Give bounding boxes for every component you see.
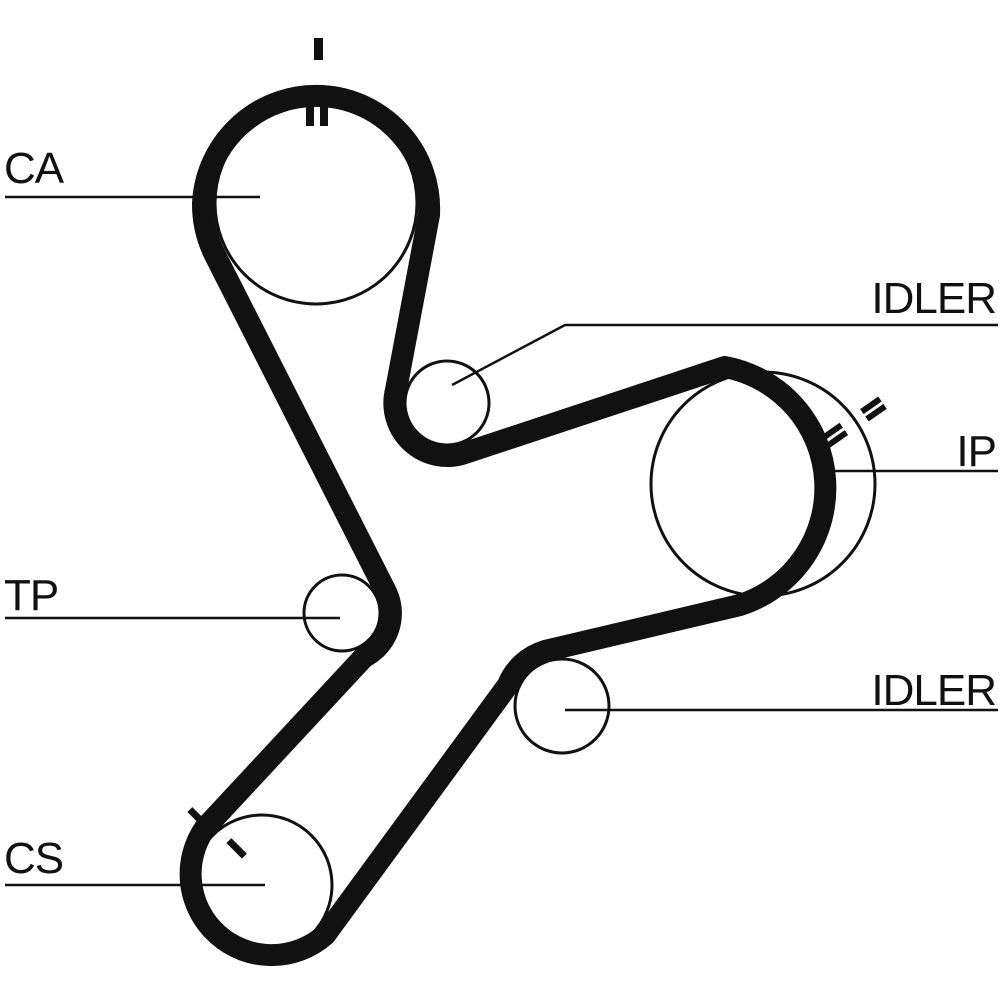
pump-timing-mark-a bbox=[860, 396, 882, 415]
pump-pulley-mark-b bbox=[826, 430, 849, 448]
timing-belt bbox=[179, 84, 837, 967]
leader-upper-idler bbox=[451, 323, 998, 387]
pump-pulley-mark-a bbox=[821, 422, 843, 441]
label-tensioner: TP bbox=[4, 571, 58, 620]
crankshaft-timing-mark bbox=[187, 807, 208, 828]
label-upper-idler: IDLER bbox=[871, 274, 996, 323]
label-lower-idler: IDLER bbox=[871, 666, 996, 715]
camshaft-pulley-mark-left bbox=[306, 104, 314, 126]
pump-timing-mark-b bbox=[865, 403, 887, 422]
upper-idler-pulley bbox=[403, 359, 491, 447]
label-crankshaft: CS bbox=[4, 834, 63, 883]
label-camshaft: CA bbox=[4, 144, 65, 193]
camshaft-pulley-mark-right bbox=[320, 104, 328, 126]
injection-pump-pulley bbox=[649, 370, 877, 598]
camshaft-timing-mark bbox=[314, 38, 323, 60]
crankshaft-pulley-mark bbox=[226, 838, 247, 859]
tensioner-pulley bbox=[302, 573, 382, 653]
label-injection-pump: IP bbox=[956, 427, 996, 476]
lower-idler-pulley bbox=[513, 657, 611, 755]
